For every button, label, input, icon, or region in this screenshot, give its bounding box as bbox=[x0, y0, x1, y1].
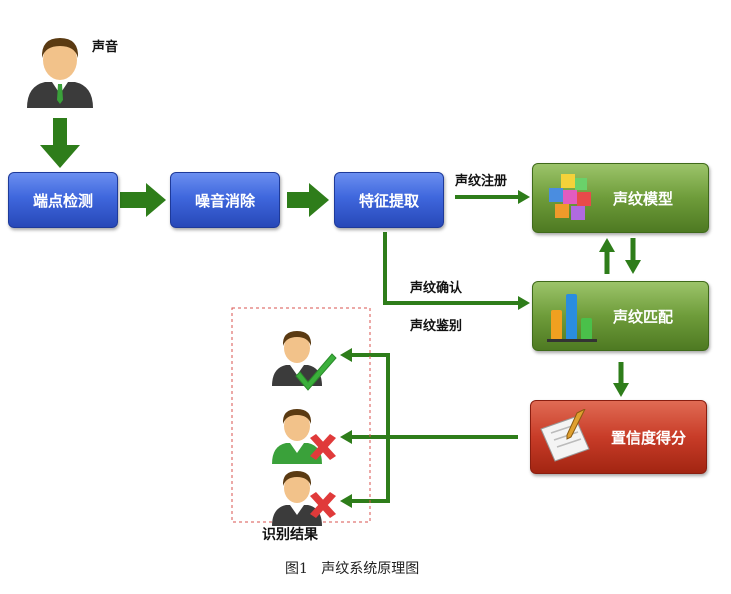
endpoint-detection-label: 端点检测 bbox=[32, 191, 93, 210]
speaker-person-icon bbox=[27, 38, 93, 108]
result-label: 识别结果 bbox=[262, 527, 318, 543]
identification-label: 声纹鉴别 bbox=[410, 319, 463, 334]
checkmark-icon bbox=[295, 353, 337, 391]
speaker-label: 声音 bbox=[92, 40, 119, 55]
figure-caption: 图1 声纹系统原理图 bbox=[285, 561, 420, 577]
right-arrow-1 bbox=[120, 183, 166, 217]
confidence-score-label: 置信度得分 bbox=[611, 428, 687, 447]
cubes-icon bbox=[549, 174, 591, 220]
score-results-arrows bbox=[340, 348, 518, 508]
registration-label: 声纹注册 bbox=[455, 174, 508, 189]
down-arrow-speaker bbox=[40, 118, 80, 168]
matching-arrow bbox=[383, 232, 530, 310]
voiceprint-model-box: 声纹模型 bbox=[532, 163, 709, 233]
document-pencil-icon bbox=[540, 409, 590, 462]
result-person-accepted-icon bbox=[272, 331, 337, 391]
registration-arrow bbox=[455, 190, 530, 204]
result-person-rejected-icon-2 bbox=[272, 471, 336, 526]
confidence-score-box: 置信度得分 bbox=[530, 400, 707, 474]
match-score-arrow bbox=[613, 362, 629, 397]
cross-icon bbox=[310, 434, 336, 460]
voiceprint-model-label: 声纹模型 bbox=[613, 189, 674, 208]
feature-extraction-box: 特征提取 bbox=[334, 172, 444, 228]
noise-removal-label: 噪音消除 bbox=[194, 191, 255, 210]
feature-extraction-label: 特征提取 bbox=[358, 191, 419, 210]
voiceprint-matching-box: 声纹匹配 bbox=[532, 281, 709, 351]
result-person-rejected-icon-1 bbox=[272, 409, 336, 464]
confirmation-label: 声纹确认 bbox=[410, 281, 463, 296]
endpoint-detection-box: 端点检测 bbox=[8, 172, 118, 228]
bar-chart-icon bbox=[547, 294, 597, 342]
voiceprint-matching-label: 声纹匹配 bbox=[613, 307, 674, 326]
cross-icon bbox=[310, 492, 336, 518]
noise-removal-box: 噪音消除 bbox=[170, 172, 280, 228]
right-arrow-2 bbox=[287, 183, 329, 217]
model-match-arrows bbox=[599, 238, 641, 274]
